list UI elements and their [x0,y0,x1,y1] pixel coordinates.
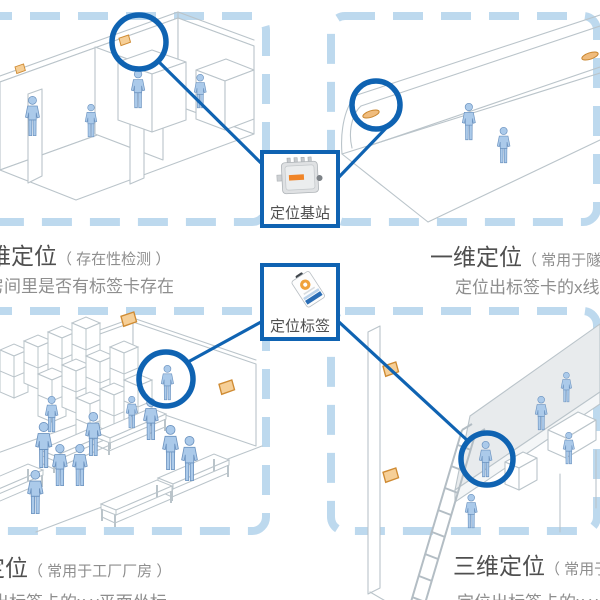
caption-desc-bottom-left: 出标签卡的x,y平面坐标 [0,588,167,600]
base-station-icon [276,156,323,195]
caption-title: 定位 [0,555,28,581]
anchor-device-icon [382,467,400,483]
connector-line [187,320,262,364]
base-station-legend-card: 定位基站 [260,150,340,228]
caption-note: （ 常用于立 [545,561,600,578]
border-top-left [0,12,270,226]
highlight-circles [109,12,516,488]
quadrant-borders [0,12,600,535]
caption-note: （ 常用于工厂厂房 ） [28,563,172,580]
scene-tunnel-1d [341,14,600,223]
connector-line [337,320,470,443]
person-figure [464,493,478,529]
caption-title: 维定位 [0,243,57,269]
person-figure [496,127,511,164]
highlight-circle [349,78,403,132]
highlight-circle [458,430,516,488]
tag-card-legend-card: 定位标签 [260,263,340,341]
border-bottom-left [0,307,270,535]
caption-top-right: 一维定位（ 常用于隧道 [430,238,600,272]
anchor-device-icon [14,63,26,74]
scene-presence-detection [0,11,255,201]
scene-warehouse-3d [367,323,600,600]
tag-card-icon [291,271,325,308]
base-station-label: 定位基站 [269,205,330,222]
highlight-circle [109,12,169,72]
caption-bottom-right: 三维定位（ 常用于立 [453,547,600,581]
workbench [100,479,173,528]
caption-title: 一维定位 [430,244,522,270]
border-bottom-right [327,307,600,535]
caption-desc-top-left: 房间里是否有标签卡存在 [0,277,174,296]
highlight-circle [136,349,196,409]
anchor-device-icon [361,107,381,121]
connector-line [155,58,263,165]
tag-card-label: 定位标签 [269,318,330,335]
caption-top-left: 维定位（ 存在性检测 ） [0,237,170,271]
storage-box [117,49,187,133]
connector-line [337,122,392,179]
border-top-right [327,12,600,226]
caption-note: （ 存在性检测 ） [57,251,171,268]
storage-box [195,58,255,131]
caption-desc-top-right: 定位出标签卡的x线性 [455,278,600,297]
scene-factory-2d [0,311,263,533]
caption-note: （ 常用于隧道 [522,252,600,269]
person-figure [162,424,179,471]
caption-desc-bottom-right: 定位出标签卡的x,y,z [457,588,600,600]
caption-bottom-left: 定位（ 常用于工厂厂房 ） [0,549,171,583]
person-figure [462,102,476,141]
connector-lines [155,58,470,443]
caption-title: 三维定位 [453,553,545,579]
